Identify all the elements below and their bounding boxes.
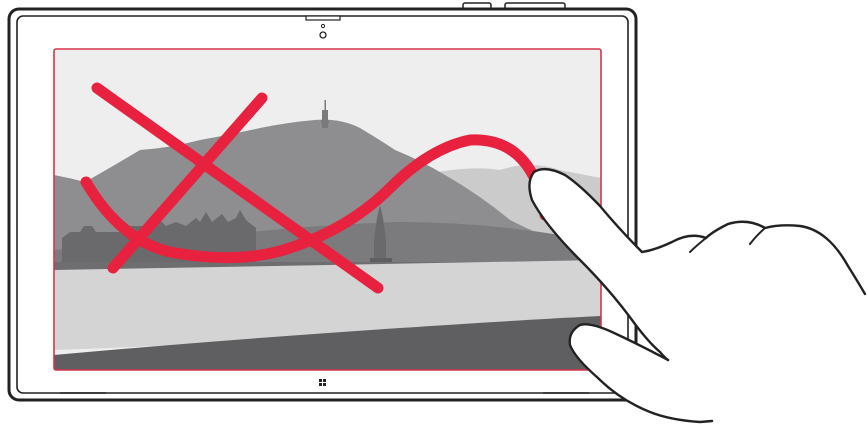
screen-landscape <box>54 49 601 370</box>
